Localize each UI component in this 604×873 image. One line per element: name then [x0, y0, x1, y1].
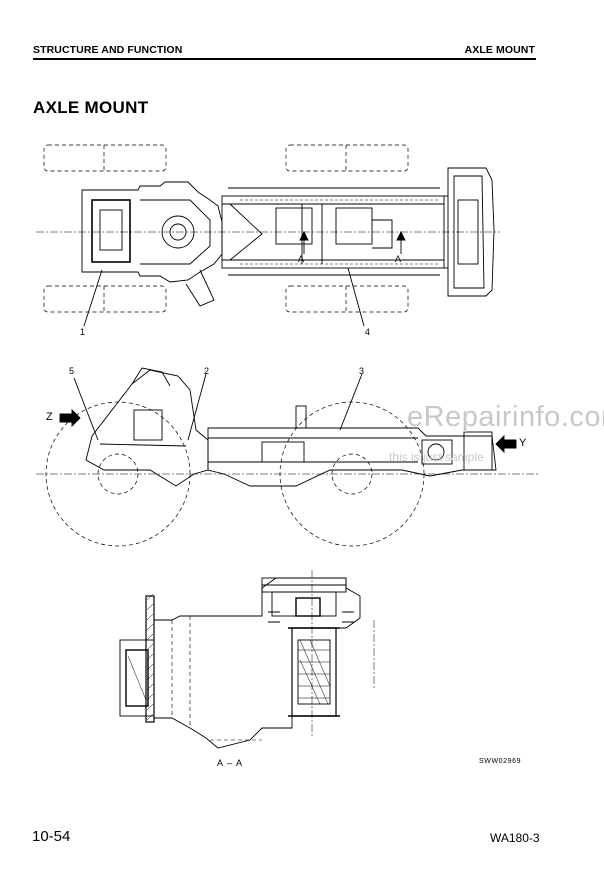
callout-3: 3: [359, 366, 365, 376]
header-rule: [33, 58, 536, 60]
model-number: WA180-3: [490, 831, 540, 845]
header-section: STRUCTURE AND FUNCTION: [33, 44, 183, 56]
watermark-note: this is just sample: [389, 450, 484, 464]
section-a-a: [119, 570, 375, 749]
watermark-site: eRepairinfo.com: [407, 401, 604, 433]
side-view: [36, 367, 540, 547]
section-marker-a-right: A: [395, 254, 402, 264]
header-topic: AXLE MOUNT: [464, 44, 535, 56]
callout-2: 2: [204, 366, 210, 376]
section-marker-a-left: A: [298, 254, 305, 264]
callout-1: 1: [80, 327, 86, 337]
section-label: A – A: [217, 758, 244, 768]
callout-4: 4: [365, 327, 371, 337]
callout-5: 5: [69, 366, 75, 376]
view-label-y: Y: [519, 437, 527, 449]
plan-view: [36, 144, 500, 327]
page-title: AXLE MOUNT: [33, 98, 149, 117]
view-label-z: Z: [46, 411, 53, 423]
page-number: 10-54: [32, 828, 71, 845]
figure-code: SWW02969: [479, 758, 522, 765]
